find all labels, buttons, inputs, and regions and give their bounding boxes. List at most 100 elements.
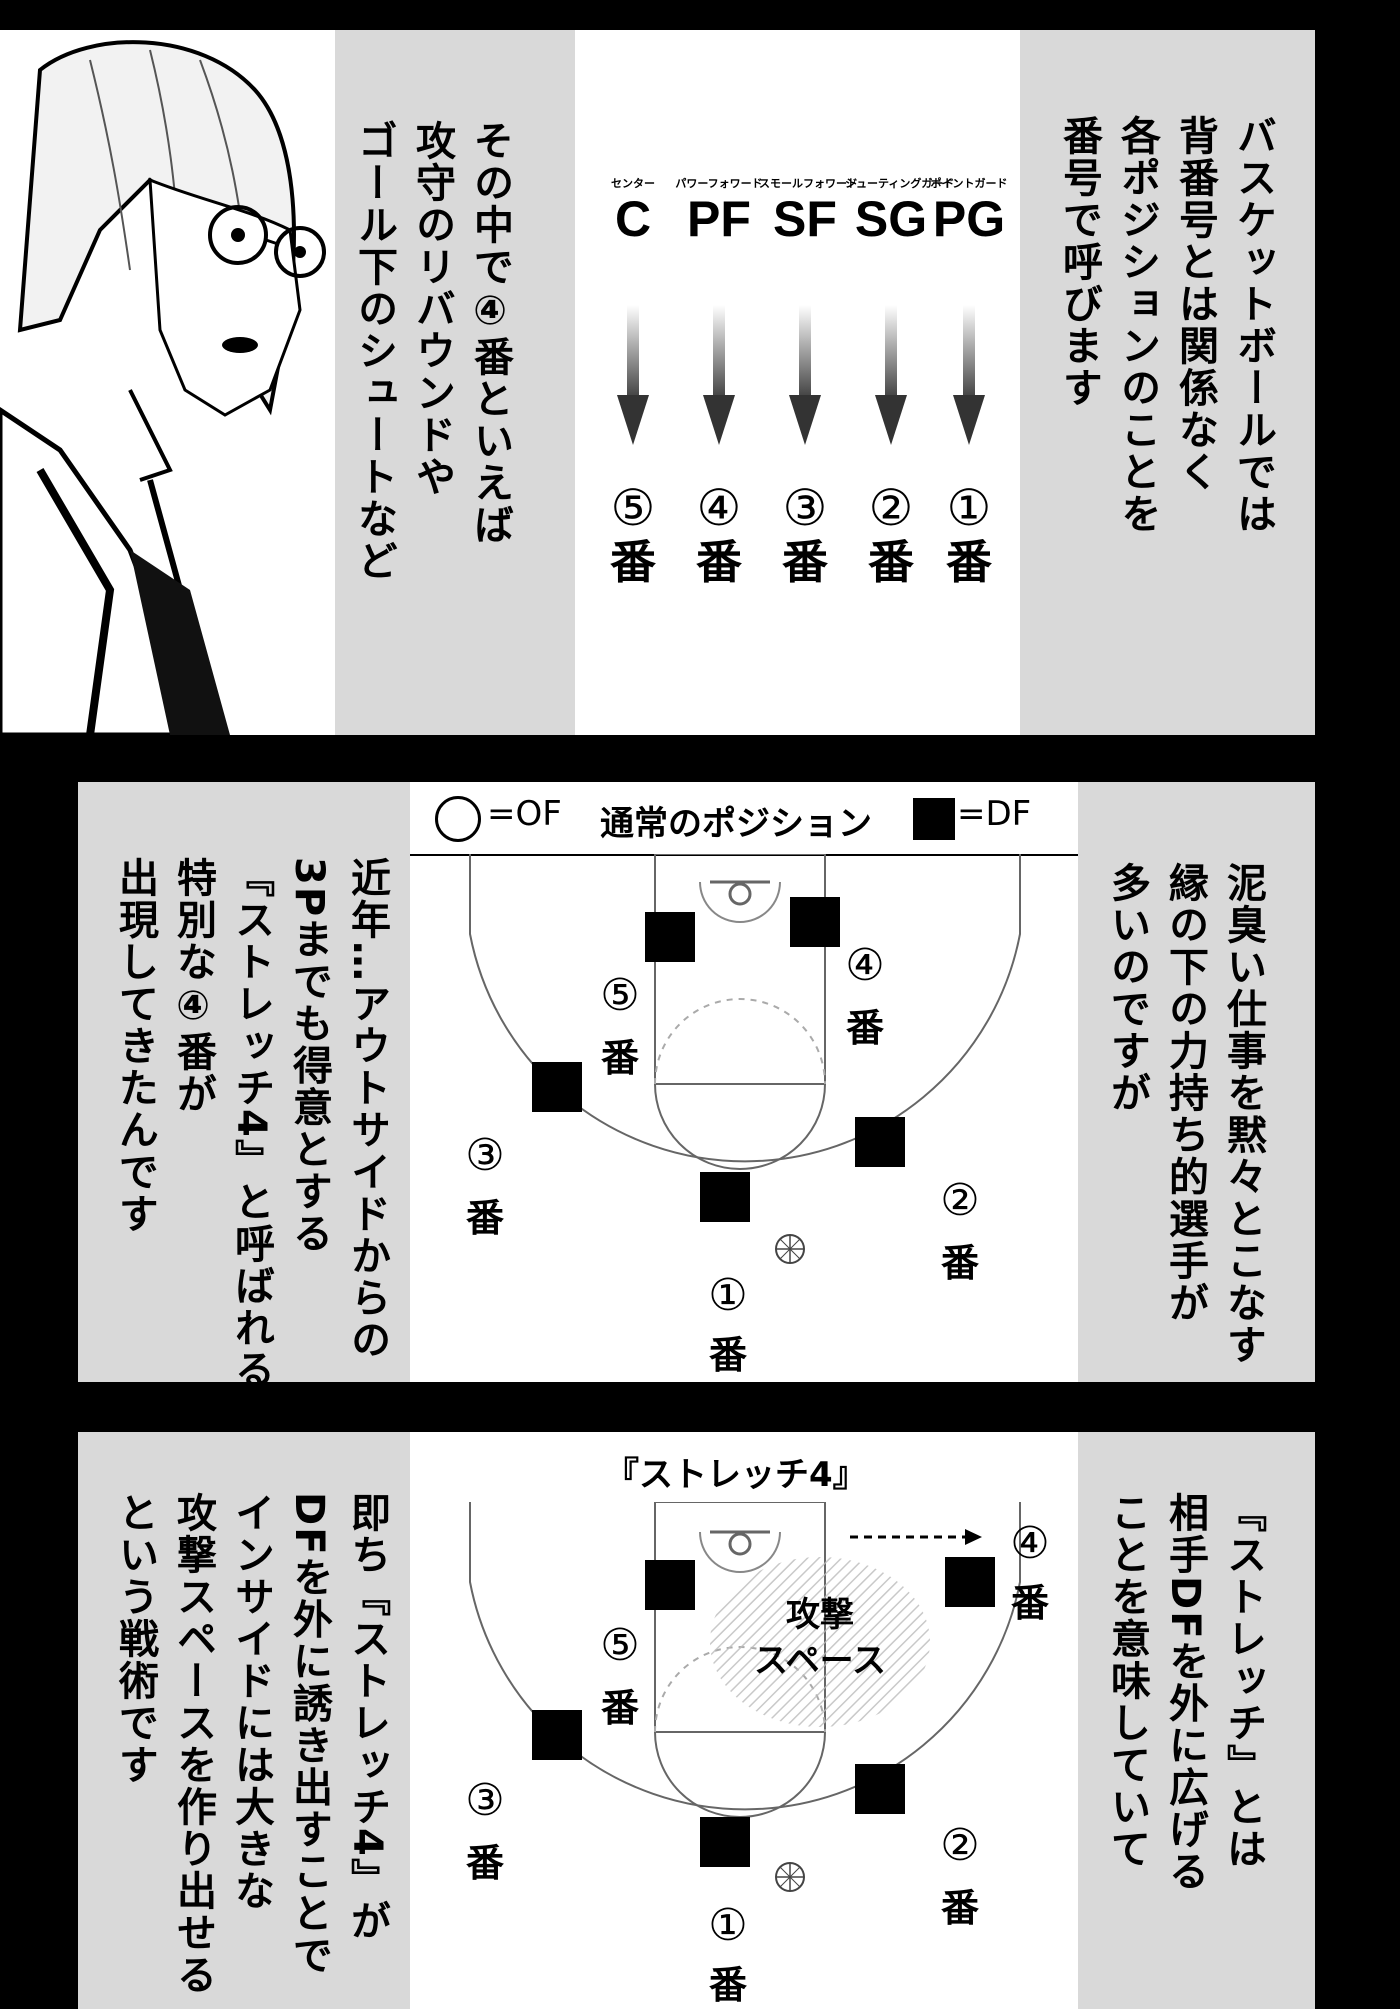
narration-line: 番号で呼びます bbox=[1056, 115, 1102, 409]
offense-2-number: ② bbox=[940, 1175, 980, 1226]
position-ruby: パワーフォワード bbox=[675, 177, 763, 190]
attack-space-line: スペース bbox=[754, 1641, 886, 1681]
narration-line: 出現してきたんです bbox=[112, 857, 158, 1235]
offense-5-ban: 番 bbox=[600, 1036, 639, 1080]
arrow-icon bbox=[789, 305, 821, 445]
attack-space-label: 攻撃 スペース bbox=[740, 1592, 900, 1684]
woman-illustration bbox=[0, 30, 335, 735]
court-title: 通常のポジション bbox=[600, 804, 872, 844]
middle-left-narration: 近年…アウトサイドからの 3Pまでも得意とする 『ストレッチ4』と呼ばれる 特別… bbox=[106, 857, 396, 1391]
narration-line: ゴール下のシュートなど bbox=[351, 120, 397, 582]
position-pf: パワーフォワード PF bbox=[673, 175, 765, 247]
legend-of: =OF bbox=[487, 794, 562, 834]
arrow-icon bbox=[953, 305, 985, 445]
court-diagram-stretch4: 『ストレッチ4』 bbox=[410, 1432, 1078, 2009]
offense-3-ban: 番 bbox=[465, 1196, 504, 1240]
position-abbr: C bbox=[614, 191, 652, 247]
position-number: ④ bbox=[696, 479, 742, 537]
position-sg: シューティングガード SG bbox=[845, 175, 955, 247]
down-arrows bbox=[617, 305, 985, 445]
defense-legend-icon bbox=[913, 798, 955, 840]
attack-space-line: 攻撃 bbox=[786, 1595, 854, 1635]
bottom-panel: 即ち『ストレッチ4』が DFを外に誘き出すことで インサイドには大きな 攻撃スペ… bbox=[78, 1432, 1315, 2009]
position-c: センター C bbox=[587, 175, 679, 247]
offense-1-number: ① bbox=[708, 1270, 748, 1321]
narration-line: 各ポジションのことを bbox=[1114, 115, 1160, 535]
offense-legend-icon bbox=[435, 796, 481, 842]
narration-line: 『ストレッチ4』と呼ばれる bbox=[228, 857, 274, 1391]
position-number: ① bbox=[946, 479, 992, 537]
position-ruby: シューティングガード bbox=[845, 177, 955, 190]
offense-3-ban: 番 bbox=[465, 1841, 504, 1885]
offense-4-ban: 番 bbox=[1010, 1581, 1049, 1625]
narration-line: 3Pまでも得意とする bbox=[286, 857, 332, 1255]
offense-1-ban: 番 bbox=[708, 1963, 747, 2007]
top-left-narration: その中で④番といえば 攻守のリバウンドや ゴール下のシュートなど bbox=[345, 120, 519, 680]
arrow-icon bbox=[875, 305, 907, 445]
offense-5-number: ⑤ bbox=[600, 1620, 640, 1671]
position-ban: 番 bbox=[696, 535, 742, 589]
narration-line: DFを外に誘き出すことで bbox=[286, 1492, 332, 1977]
position-ban: 番 bbox=[946, 535, 992, 589]
narration-line: 近年…アウトサイドからの bbox=[344, 857, 390, 1361]
defender-marker bbox=[855, 1764, 905, 1814]
narration-line: 攻守のリバウンドや bbox=[409, 120, 455, 498]
defender-marker bbox=[645, 912, 695, 962]
defender-marker bbox=[645, 1560, 695, 1610]
top-right-narration: バスケットボールでは 背番号とは関係なく 各ポジションのことを 番号で呼びます bbox=[1050, 115, 1282, 675]
top-panel: その中で④番といえば 攻守のリバウンドや ゴール下のシュートなど センター C … bbox=[0, 30, 1315, 735]
position-sf: スモールフォワード SF bbox=[759, 175, 858, 247]
narration-line: 攻撃スペースを作り出せる bbox=[170, 1492, 216, 1996]
middle-right-narration: 泥臭い仕事を黙々とこなす 縁の下の力持ち的選手が 多いのですが bbox=[1098, 862, 1272, 1372]
number-pf: ④ 番 bbox=[673, 470, 765, 588]
number-sg: ② 番 bbox=[845, 470, 937, 588]
narration-line: その中で④番といえば bbox=[467, 120, 513, 546]
offense-4-ban: 番 bbox=[845, 1006, 884, 1050]
narration-line: インサイドには大きな bbox=[228, 1492, 274, 1912]
narration-line: 泥臭い仕事を黙々とこなす bbox=[1220, 862, 1266, 1366]
narration-line: 多いのですが bbox=[1104, 862, 1150, 1114]
number-pg: ① 番 bbox=[923, 470, 1015, 588]
narration-line: 相手DFを外に広げる bbox=[1162, 1492, 1208, 1893]
defender-marker bbox=[790, 897, 840, 947]
defender-marker bbox=[532, 1710, 582, 1760]
position-ban: 番 bbox=[782, 535, 828, 589]
offense-5-number: ⑤ bbox=[600, 970, 640, 1021]
position-abbr: SF bbox=[773, 191, 837, 247]
court-lines bbox=[469, 1502, 1021, 1892]
position-ban: 番 bbox=[868, 535, 914, 589]
defender-marker bbox=[700, 1172, 750, 1222]
defender-marker bbox=[532, 1062, 582, 1112]
narration-line: 特別な④番が bbox=[170, 857, 216, 1115]
narration-line: という戦術です bbox=[112, 1492, 158, 1786]
number-sf: ③ 番 bbox=[759, 470, 851, 588]
position-ruby: スモールフォワード bbox=[759, 177, 858, 190]
narration-line: 即ち『ストレッチ4』が bbox=[344, 1492, 390, 1942]
arrow-icon bbox=[617, 305, 649, 445]
position-abbr: SG bbox=[854, 191, 928, 247]
bottom-left-narration: 即ち『ストレッチ4』が DFを外に誘き出すことで インサイドには大きな 攻撃スペ… bbox=[106, 1492, 396, 2002]
narration-line: 『ストレッチ』とは bbox=[1220, 1492, 1266, 1870]
narration-line: 縁の下の力持ち的選手が bbox=[1162, 862, 1208, 1324]
middle-panel: 近年…アウトサイドからの 3Pまでも得意とする 『ストレッチ4』と呼ばれる 特別… bbox=[78, 782, 1315, 1391]
arrow-icon bbox=[703, 305, 735, 445]
attack-space-area bbox=[710, 1557, 930, 1727]
narration-line: バスケットボールでは bbox=[1230, 115, 1276, 535]
offense-3-number: ③ bbox=[465, 1775, 505, 1826]
narration-line: ことを意味していて bbox=[1104, 1492, 1150, 1870]
positions-box: センター C パワーフォワード PF スモールフォワード SF シューティングガ… bbox=[575, 30, 1020, 735]
offense-1-ban: 番 bbox=[708, 1333, 747, 1377]
position-number: ⑤ bbox=[610, 479, 656, 537]
defender-marker bbox=[945, 1557, 995, 1607]
position-abbr: PG bbox=[932, 191, 1006, 247]
legend: =OF 通常のポジション =DF bbox=[435, 792, 1055, 844]
offense-2-ban: 番 bbox=[940, 1241, 979, 1285]
offense-3-number: ③ bbox=[465, 1130, 505, 1181]
defender-marker bbox=[700, 1817, 750, 1867]
position-number: ③ bbox=[782, 479, 828, 537]
offense-2-number: ② bbox=[940, 1820, 980, 1871]
number-c: ⑤ 番 bbox=[587, 470, 679, 588]
position-ruby: ポイントガード bbox=[930, 177, 1008, 190]
offense-4-number: ④ bbox=[1010, 1518, 1050, 1569]
basketball-icon bbox=[775, 1234, 805, 1264]
